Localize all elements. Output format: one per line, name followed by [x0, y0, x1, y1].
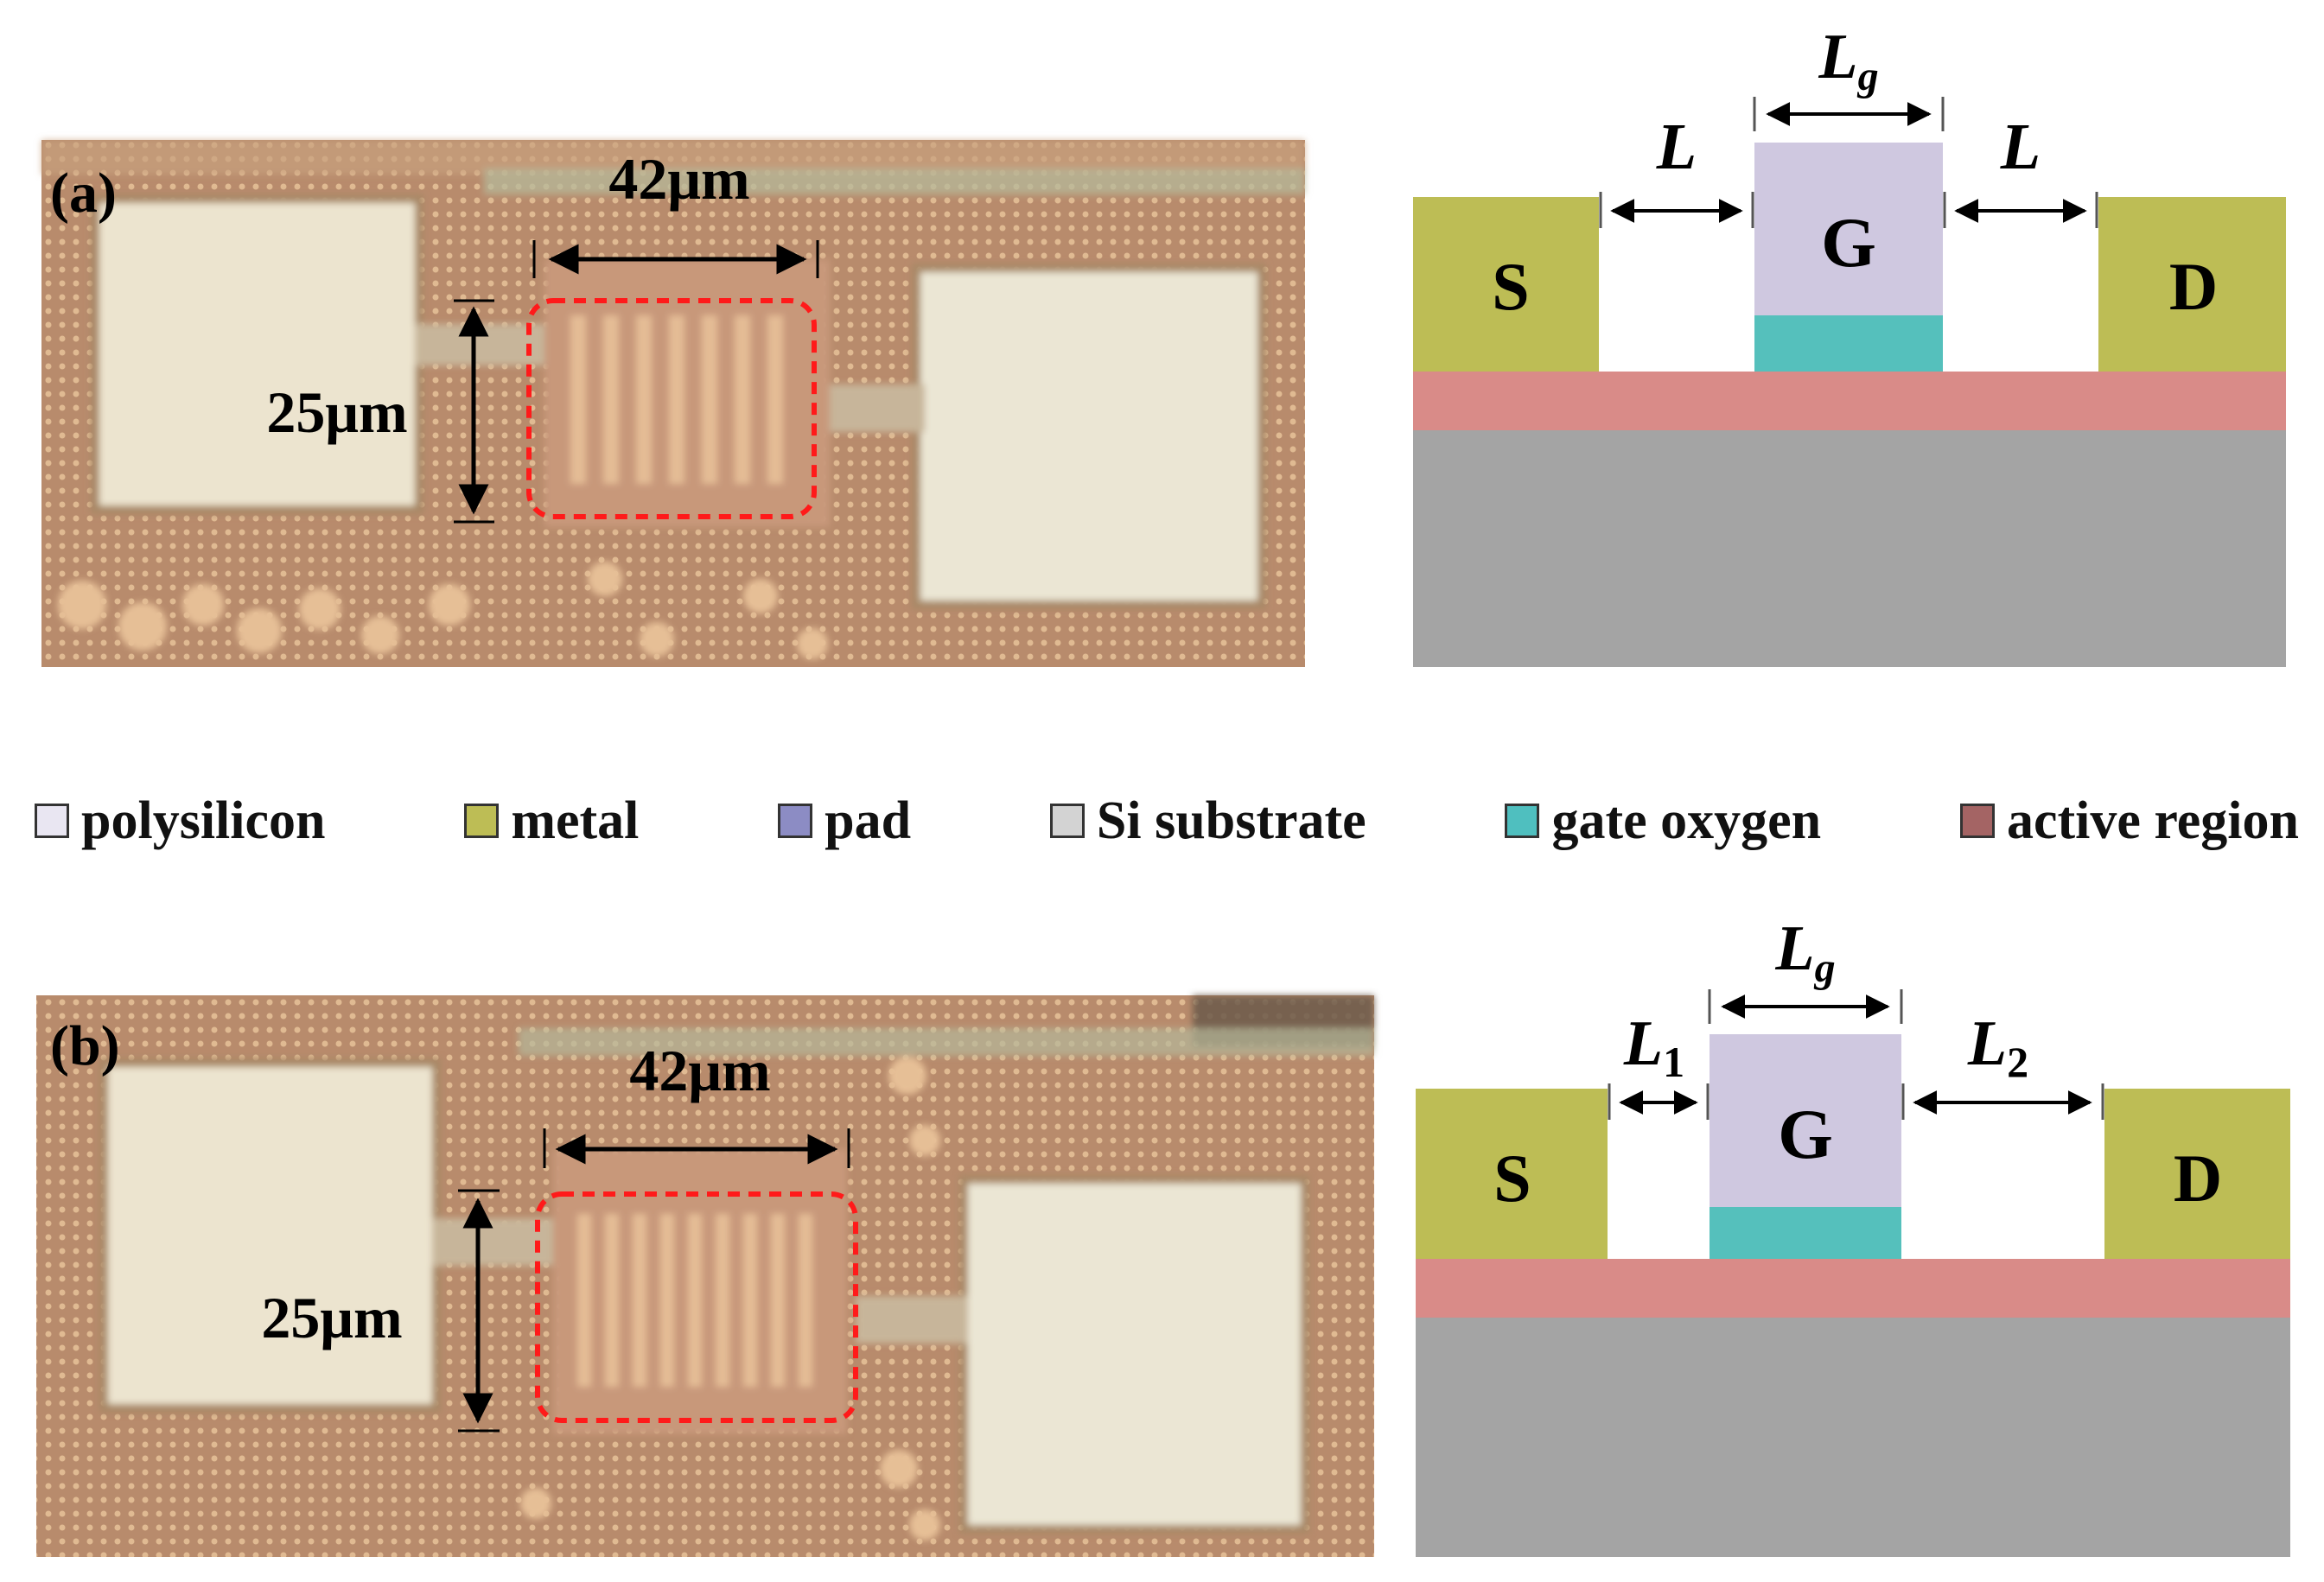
- highlight-box-a: [526, 298, 817, 519]
- legend-item-polysilicon: polysilicon: [35, 791, 326, 852]
- legend-item-pad: pad: [778, 791, 911, 852]
- legend-swatch: [35, 804, 69, 838]
- legend-label: pad: [825, 791, 912, 850]
- micrograph-a: (a) 42μm 25μm: [41, 140, 1305, 667]
- legend-label: active region: [2006, 791, 2299, 850]
- gate-label-a: G: [1821, 203, 1876, 282]
- right-gap-label-a: L: [2000, 111, 2041, 183]
- width-label-b: 42μm: [629, 1038, 770, 1103]
- gate-length-label-b: Lg: [1774, 913, 1835, 991]
- legend-label: metal: [511, 791, 640, 850]
- highlight-box-b: [535, 1191, 858, 1423]
- legend: polysilicon metal pad Si substrate gate …: [35, 782, 2299, 860]
- legend-swatch: [1505, 804, 1540, 838]
- gate-length-label-a: Lg: [1818, 22, 1878, 99]
- legend-item-metal: metal: [464, 791, 639, 852]
- legend-label: gate oxygen: [1551, 791, 1822, 850]
- legend-item-si-substrate: Si substrate: [1049, 791, 1366, 852]
- legend-label: Si substrate: [1096, 791, 1366, 850]
- cross-section-b: S G D Lg L1 L2: [1416, 913, 2290, 1557]
- legend-swatch: [1049, 804, 1085, 838]
- legend-swatch: [1959, 804, 1995, 838]
- legend-swatch: [778, 804, 813, 838]
- gate-label-b: G: [1778, 1095, 1833, 1173]
- width-label-a: 42μm: [608, 146, 749, 212]
- panel-label-b: (b): [50, 1014, 120, 1077]
- height-label-a: 25μm: [266, 379, 407, 445]
- drain-label-a: D: [2169, 249, 2218, 324]
- left-gap-label-b: L1: [1623, 1008, 1684, 1086]
- panel-label-a: (a): [50, 162, 117, 225]
- legend-item-gate-oxygen: gate oxygen: [1505, 791, 1821, 852]
- drain-label-b: D: [2174, 1140, 2222, 1216]
- legend-item-active-region: active region: [1959, 791, 2299, 852]
- legend-swatch: [464, 804, 500, 838]
- source-label-b: S: [1493, 1140, 1531, 1216]
- micrograph-b: (b) 42μm 25μm: [36, 995, 1374, 1557]
- source-label-a: S: [1492, 249, 1529, 324]
- right-gap-label-b: L2: [1967, 1008, 2028, 1086]
- left-gap-label-a: L: [1656, 111, 1697, 183]
- cross-section-a: S G D Lg L L: [1413, 22, 2286, 667]
- legend-label: polysilicon: [81, 791, 326, 850]
- height-label-b: 25μm: [261, 1285, 402, 1350]
